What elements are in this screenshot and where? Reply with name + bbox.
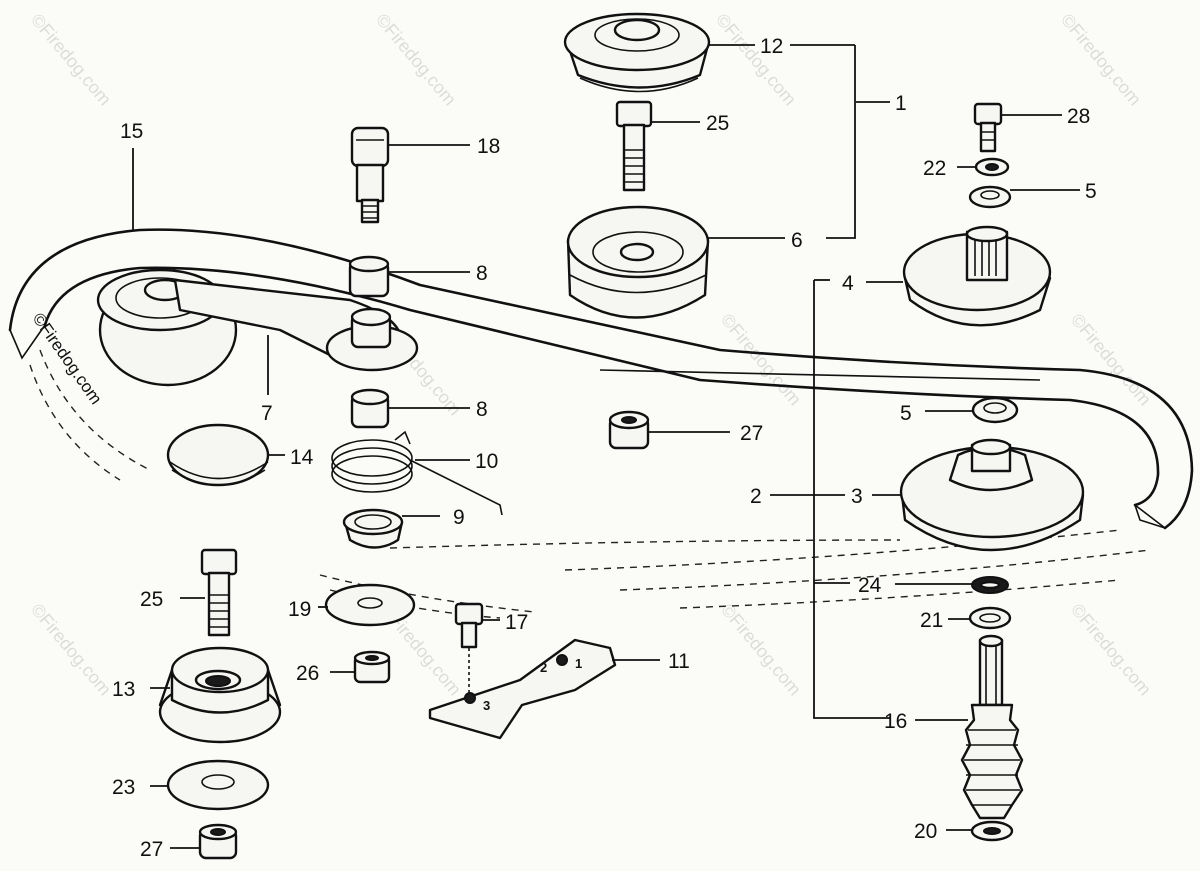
watermark: ©Firedog.com (1067, 600, 1155, 700)
watermark: ©Firedog.com (717, 600, 805, 700)
label-23: 23 (112, 776, 135, 799)
label-18: 18 (477, 135, 500, 158)
part-7-idler-arm (96, 268, 419, 387)
watermark: ©Firedog.com (1067, 310, 1155, 410)
label-5: 5 (1085, 180, 1097, 203)
part-8-bushing-lower (350, 388, 390, 429)
label-6: 6 (791, 229, 803, 252)
watermark: ©Firedog.com (27, 10, 115, 110)
part-24-lock-washer (971, 576, 1009, 594)
label-28: 28 (1067, 105, 1090, 128)
watermark-dark: ©Firedog.com (29, 309, 106, 408)
label-14: 14 (290, 446, 314, 469)
part-21-washer (968, 606, 1012, 630)
label-26: 26 (296, 662, 319, 685)
part-8-bushing-upper (348, 255, 390, 298)
blade-mark-3: 3 (483, 698, 490, 713)
part-9-collar (342, 508, 404, 549)
part-3-driven-pulley (899, 438, 1085, 552)
part-6-pulley (566, 205, 710, 319)
label-8-lower: 8 (476, 398, 488, 421)
part-4-drive-pulley (902, 225, 1052, 327)
watermark: ©Firedog.com (712, 10, 800, 110)
watermark: ©Firedog.com (717, 310, 805, 410)
label-4: 4 (842, 272, 854, 295)
part-5-washer-lower (971, 396, 1019, 424)
part-28-bolt (973, 102, 1003, 153)
bracket-lines (813, 45, 890, 719)
label-17: 17 (505, 611, 528, 634)
part-labels: 12 1 25 6 28 22 5 4 5 2 3 24 21 16 20 15… (112, 35, 1097, 861)
label-13: 13 (112, 678, 135, 701)
blade-mark-1: 1 (575, 656, 582, 671)
part-23-washer (166, 759, 270, 811)
part-18-shoulder-bolt (350, 126, 390, 224)
blade-mark-2: 2 (540, 660, 547, 675)
part-25-bolt-lower (200, 548, 238, 637)
watermark: ©Firedog.com (1057, 10, 1145, 110)
part-14-cap (166, 423, 270, 487)
label-24: 24 (858, 574, 882, 597)
part-19-washer (324, 583, 416, 627)
part-26-nut (353, 650, 391, 684)
dashed-guides (29, 349, 1151, 619)
leader-lines (132, 44, 1080, 849)
label-3: 3 (851, 485, 863, 508)
label-8: 8 (476, 262, 488, 285)
label-20: 20 (914, 820, 937, 843)
label-12: 12 (760, 35, 783, 58)
watermark: ©Firedog.com (372, 10, 460, 110)
label-10: 10 (475, 450, 498, 473)
label-21: 21 (920, 609, 943, 632)
label-25: 25 (706, 112, 729, 135)
watermark: ©Firedog.com (27, 600, 115, 700)
part-27-nut-upper (608, 410, 650, 450)
part-10-spring (331, 430, 503, 516)
part-5-washer-upper (968, 185, 1012, 209)
label-2: 2 (750, 485, 762, 508)
part-13-housing (158, 646, 282, 744)
part-11-blade: 1 2 3 (428, 638, 617, 740)
label-27: 27 (740, 422, 763, 445)
label-9: 9 (453, 506, 465, 529)
label-1: 1 (895, 92, 907, 115)
part-22-washer (974, 157, 1010, 177)
label-22: 22 (923, 157, 946, 180)
part-25-bolt-upper (615, 100, 653, 192)
part-16-shaft (960, 634, 1024, 820)
label-5-lower: 5 (900, 402, 912, 425)
label-15: 15 (120, 120, 143, 143)
label-25-lower: 25 (140, 588, 163, 611)
label-11: 11 (668, 650, 690, 673)
part-12-pulley (563, 12, 711, 93)
part-17-bolt (454, 602, 484, 700)
label-16: 16 (884, 710, 907, 733)
part-27-nut-lower (198, 823, 238, 860)
label-27-lower: 27 (140, 838, 163, 861)
label-19: 19 (288, 598, 311, 621)
part-15-blade-bar (8, 228, 1194, 530)
label-7: 7 (261, 402, 273, 425)
part-20-washer (970, 820, 1014, 842)
